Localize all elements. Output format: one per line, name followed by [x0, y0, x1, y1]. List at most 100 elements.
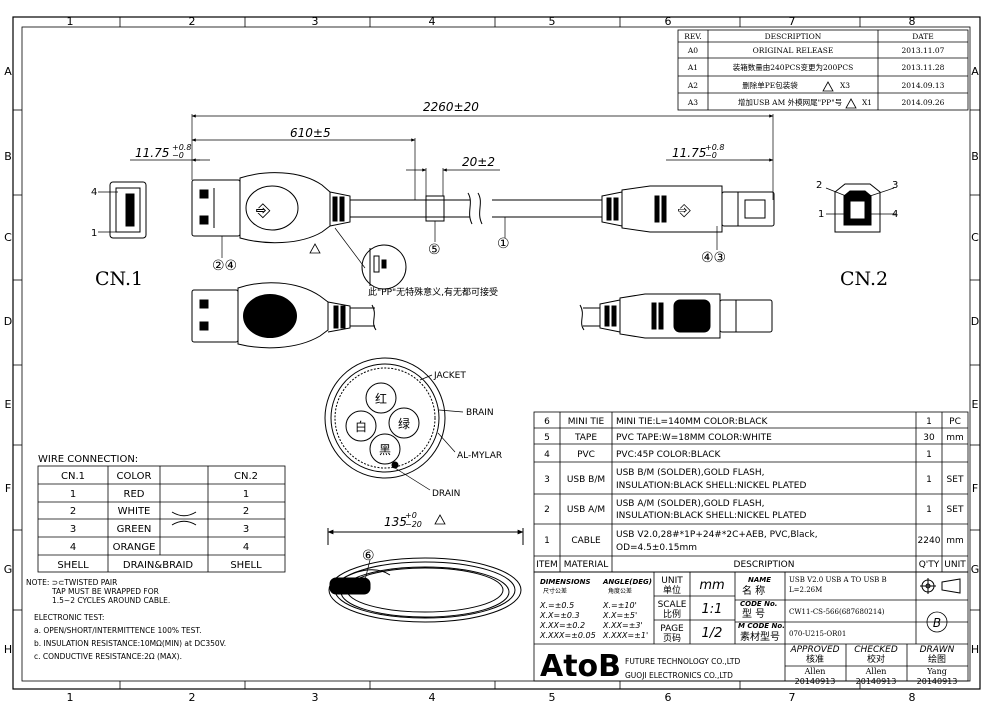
bom-desc: PVC TAPE:W=18MM COLOR:WHITE — [616, 433, 772, 443]
dim-tol: −0 — [705, 151, 717, 160]
bom-header: Q'TY — [919, 560, 940, 570]
dim-coil: 135 — [384, 515, 407, 529]
bom-material: MINI TIE — [568, 417, 605, 427]
bom-unit: SET — [947, 475, 964, 485]
col-label: 6 — [665, 691, 672, 704]
bom-desc: OD=4.5±0.15mm — [616, 543, 697, 553]
bom-header: DESCRIPTION — [734, 560, 795, 570]
bom-material: USB A/M — [567, 505, 605, 515]
dim-coil-tol: +0 — [405, 511, 417, 520]
bom-item: 3 — [544, 475, 550, 485]
notes: NOTE: ⊃⊂TWISTED PAIR TAP MUST BE WRAPPED… — [26, 578, 226, 661]
callouts: ②④ ⑤ ① ④③ — [212, 236, 726, 274]
core-label: 黑 — [379, 443, 391, 457]
wc-cell: 1 — [70, 489, 76, 500]
name-label-cn: 名 称 — [742, 584, 765, 597]
bom-qty: 1 — [926, 505, 932, 515]
wc-cell: WHITE — [118, 506, 151, 517]
bom-unit: PC — [949, 417, 961, 427]
approved-date: 20140913 — [795, 677, 836, 686]
rev-cell: A3 — [687, 98, 698, 107]
dim-right-end: 11.75 — [672, 146, 706, 160]
bom-qty: 1 — [926, 450, 932, 460]
bom-material: TAPE — [574, 433, 597, 443]
dim-tol: −0 — [172, 151, 184, 160]
revision-triangle-icon — [845, 98, 857, 109]
wc-cell: DRAIN&BRAID — [123, 560, 194, 571]
leader-lines — [221, 217, 718, 269]
dim-label-cn: 尺寸公差 — [543, 587, 567, 595]
projection-symbol-icon — [920, 578, 961, 594]
cable-assembly-bottom — [191, 282, 773, 349]
row-label: E — [5, 398, 12, 411]
row-label: F — [5, 482, 11, 495]
col-label: 2 — [189, 691, 196, 704]
bom-header: UNIT — [944, 560, 966, 570]
rev-cell: A2 — [687, 81, 698, 90]
row-label: E — [972, 398, 979, 411]
bom-desc: PVC:45P COLOR:BLACK — [616, 450, 721, 460]
name-label: NAME — [748, 576, 771, 584]
tol-right: X.XXX=±1' — [602, 631, 648, 640]
name-value: USB V2.0 USB A TO USB B — [789, 576, 887, 584]
code-label-cn: 型 号 — [742, 607, 765, 620]
tol-right: X.X=±5' — [602, 611, 637, 620]
dim-left-end: 11.75 — [135, 146, 169, 160]
drawn-name: Yang — [926, 667, 947, 676]
warning-triangle-icon — [434, 514, 446, 525]
col-label: 6 — [665, 15, 672, 28]
mcode-label: M CODE No. — [738, 622, 785, 630]
callout-label: ⑥ — [362, 548, 375, 564]
wc-cell: SHELL — [57, 560, 89, 571]
dimension-labels: 2260±20 610±5 20±2 11.75 +0.8 −0 11.75 +… — [135, 100, 724, 169]
bom-unit: mm — [946, 536, 964, 546]
col-label: 7 — [789, 691, 796, 704]
approved-name: Allen — [804, 667, 826, 676]
approved-label-cn: 核准 — [806, 653, 824, 665]
code-label: CODE No. — [740, 600, 777, 608]
dim-tol: +0.8 — [172, 143, 191, 152]
row-label: A — [4, 65, 12, 78]
page-label-cn: 页码 — [663, 633, 681, 644]
angle-label: ANGLE(DEG) — [602, 578, 652, 586]
scale-label-cn: 比例 — [663, 608, 681, 620]
bom-qty: 1 — [926, 417, 932, 427]
bom-desc: USB B/M (SOLDER),GOLD FLASH, — [616, 468, 765, 478]
note-line: b. INSULATION RESISTANCE:10MΩ(MIN) at DC… — [34, 639, 226, 648]
col-label: 5 — [549, 15, 556, 28]
bom-qty: 1 — [926, 475, 932, 485]
cable-cross-section — [324, 357, 464, 491]
tol-left: X.=±0.5 — [539, 601, 574, 610]
wire-connection-text: CN.1 COLOR CN.2 1 RED 1 2 WHITE 2 3 GREE… — [57, 471, 262, 571]
wc-cell: 2 — [243, 506, 249, 517]
col-label: 4 — [429, 15, 436, 28]
col-label: 3 — [312, 691, 319, 704]
note-line: TAP MUST BE WRAPPED FOR — [51, 587, 159, 596]
callout-label: ④③ — [701, 250, 726, 266]
code-value: CW11-CS-566(687680214) — [789, 608, 885, 616]
row-label: D — [971, 315, 979, 328]
rev-cell: 2013.11.07 — [902, 46, 945, 55]
dim-tape: 20±2 — [462, 155, 495, 169]
cable-assembly-top — [191, 172, 775, 244]
col-label: 1 — [67, 15, 74, 28]
bom-desc: INSULATION:BLACK SHELL:NICKEL PLATED — [616, 481, 806, 491]
wc-header: CN.1 — [61, 471, 85, 482]
bom-item: 2 — [544, 505, 550, 515]
row-label: B — [4, 150, 12, 163]
dimensions — [130, 114, 774, 200]
bom-item: 5 — [544, 433, 550, 443]
rev-cell: 2013.11.28 — [902, 63, 945, 72]
revision-value: B — [933, 616, 941, 630]
bom-qty: 2240 — [918, 536, 941, 546]
bom-item: 6 — [544, 417, 550, 427]
pp-detail — [361, 244, 407, 290]
row-label: C — [971, 231, 979, 244]
bom-material: CABLE — [571, 536, 601, 546]
bom-desc: MINI TIE:L=140MM COLOR:BLACK — [616, 417, 768, 427]
dim-label: DIMENSIONS — [540, 578, 591, 586]
usb-trident-icon: ⎆ — [678, 200, 691, 219]
rev-cell: 装箱数量由240PCS变更为200PCS — [733, 62, 853, 72]
core-label: 白 — [355, 419, 367, 434]
